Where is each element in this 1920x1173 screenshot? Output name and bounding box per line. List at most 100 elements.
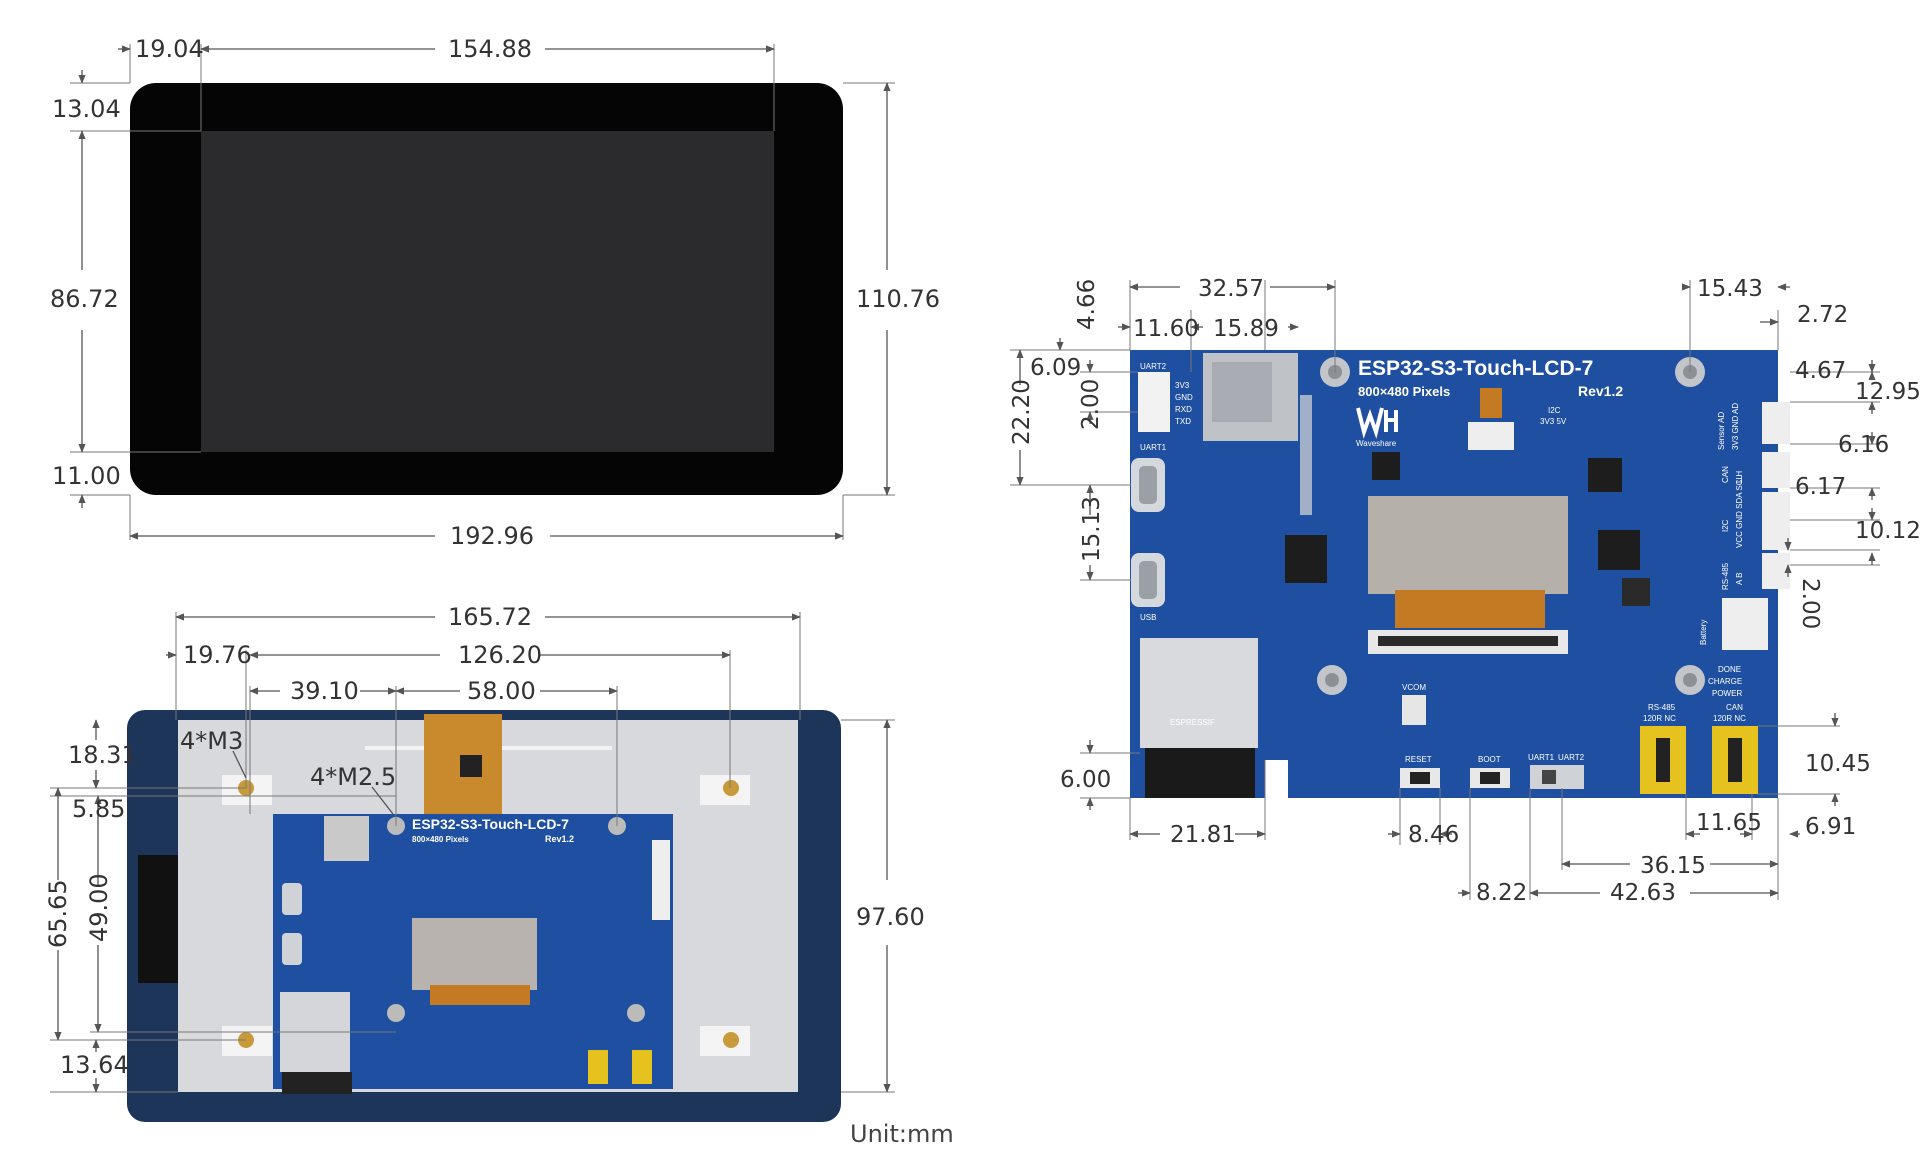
uart2-silk: UART2 [1140, 362, 1167, 371]
camera-connector [1468, 422, 1514, 450]
dim-i2c-pitch: 6.17 [1795, 474, 1846, 500]
i2c-connector [1762, 492, 1790, 550]
dim-hole-span-inner: 126.20 [458, 641, 542, 669]
rs485-silk: RS-485 [1721, 562, 1730, 590]
dim-bezel-left: 19.04 [135, 35, 204, 63]
can-term-120r: 120R NC [1713, 714, 1746, 723]
m3-standoff-tr [700, 775, 750, 805]
module-silk: ESPRESSIF [1170, 718, 1215, 727]
dim-hole-vertical-span: 65.65 [44, 879, 72, 948]
dim-bottom-hole-offset: 13.64 [60, 1051, 129, 1079]
dim-m25-vertical-span: 49.00 [85, 873, 113, 942]
dim-bezel-top: 13.04 [52, 95, 121, 123]
dim-bezel-bottom: 11.00 [52, 462, 121, 490]
esp32-module [1140, 638, 1258, 748]
led-done-silk: DONE [1718, 665, 1741, 674]
unit-label: Unit:mm [850, 1120, 954, 1148]
pcb-title: ESP32-S3-Touch-LCD-7 [1358, 357, 1593, 380]
dim-sensor-offset: 4.67 [1795, 358, 1846, 384]
ic-3 [1598, 530, 1640, 570]
dim-total-height: 110.76 [856, 285, 940, 313]
dim-right-top: 12.95 [1855, 379, 1920, 405]
uart2-switch-silk: UART2 [1558, 753, 1585, 762]
dim-m25-offset: 39.10 [290, 677, 359, 705]
back-view: ESP32-S3-Touch-LCD-7 800×480 Pixels Rev1… [44, 603, 925, 1122]
waveshare-logo: Waveshare [1356, 407, 1398, 448]
dim-screen-width: 154.88 [448, 35, 532, 63]
i2c-silk: I2C [1548, 406, 1561, 415]
battery-connector [1722, 598, 1768, 650]
back-plate-notch [138, 855, 178, 983]
dim-module-offset: 6.00 [1060, 767, 1111, 793]
uart2-pin-1: 3V3 [1175, 381, 1190, 390]
ic-2 [1588, 458, 1622, 492]
dim-rs485-pitch: 2.00 [1797, 578, 1823, 629]
dim-hole-offset-left: 19.76 [183, 641, 252, 669]
led-charge-silk: CHARGE [1708, 677, 1742, 686]
dim-term-width: 11.65 [1696, 810, 1762, 836]
can-silk: CAN [1721, 466, 1730, 483]
reset-silk: RESET [1405, 755, 1432, 764]
dim-right-edge: 2.72 [1797, 302, 1848, 328]
dim-usb-offset: 22.20 [1009, 379, 1035, 445]
dim-top-left-small: 4.66 [1074, 279, 1100, 330]
can-pins-silk: L H [1735, 471, 1744, 483]
m3-standoff-br [700, 1026, 750, 1056]
dim-total-width: 192.96 [450, 522, 534, 550]
rs485-term-120r: 120R NC [1643, 714, 1676, 723]
sensor-connector [1762, 402, 1790, 444]
dim-boot-width: 8.22 [1476, 880, 1527, 906]
board-view: ESP32-S3-Touch-LCD-7 800×480 Pixels Rev1… [1009, 276, 1920, 906]
uart2-pin-2: GND [1175, 393, 1193, 402]
dim-back-total-height: 97.60 [856, 903, 925, 931]
display-screen [201, 131, 774, 452]
rs485-connector [1762, 553, 1790, 589]
led-power-silk: POWER [1712, 689, 1742, 698]
uart-switch[interactable] [1530, 765, 1584, 789]
usb-silk: USB [1140, 613, 1156, 622]
ic-4 [1372, 452, 1400, 480]
i2c-volt-silk: 3V3 5V [1540, 417, 1567, 426]
boot-silk: BOOT [1478, 755, 1501, 764]
dim-conn-offset: 11.60 [1133, 316, 1199, 342]
uart1-usb-silk: UART1 [1140, 443, 1167, 452]
ic-1 [1285, 535, 1327, 583]
dim-term-height: 10.45 [1805, 751, 1871, 777]
dim-module-width: 21.81 [1170, 822, 1236, 848]
label-m25-holes: 4*M2.5 [310, 763, 396, 791]
pcb-subtitle: 800×480 Pixels [1358, 384, 1450, 399]
dim-usb-spacing: 15.13 [1079, 496, 1105, 562]
sensor-pins-silk: 3V3 GND AD [1731, 403, 1740, 450]
dim-hole-span-outer: 165.72 [448, 603, 532, 631]
dim-uart-pitch: 2.00 [1078, 379, 1104, 430]
m3-standoff-tl [222, 775, 272, 805]
m3-standoff-bl [222, 1026, 272, 1056]
rs485-pins-silk: A B [1735, 573, 1744, 585]
battery-silk: Battery [1699, 620, 1708, 645]
back-pcb-subtitle: 800×480 Pixels [412, 835, 469, 844]
label-m3-holes: 4*M3 [180, 727, 243, 755]
uart2-connector [1138, 372, 1170, 432]
vcom-pot [1402, 695, 1426, 725]
dim-uart-offset: 6.09 [1030, 355, 1081, 381]
dim-term-edge: 6.91 [1805, 814, 1856, 840]
i2c-right-silk: I2C [1721, 519, 1730, 532]
dim-m25-top-offset: 5.85 [72, 795, 125, 823]
rs485-term-silk: RS-485 [1648, 703, 1676, 712]
dim-total-span: 42.63 [1610, 880, 1676, 906]
uart2-pin-3: RXD [1175, 405, 1192, 414]
back-pcb-title: ESP32-S3-Touch-LCD-7 [412, 816, 569, 832]
fpc-ribbon [1395, 590, 1545, 628]
can-connector [1762, 452, 1790, 488]
i2c-pins-silk: VCC GND SDA SCL [1735, 475, 1744, 548]
dim-right-hole: 15.43 [1697, 276, 1763, 302]
pcb-revision: Rev1.2 [1578, 383, 1623, 399]
uart2-pin-4: TXD [1175, 417, 1191, 426]
vcom-silk: VCOM [1402, 683, 1426, 692]
dim-can-pitch: 6.16 [1838, 432, 1889, 458]
ic-5 [1622, 578, 1650, 606]
dim-uart2-width: 32.57 [1198, 276, 1264, 302]
dim-m25-span: 58.00 [467, 677, 536, 705]
can-term-silk: CAN [1726, 703, 1743, 712]
